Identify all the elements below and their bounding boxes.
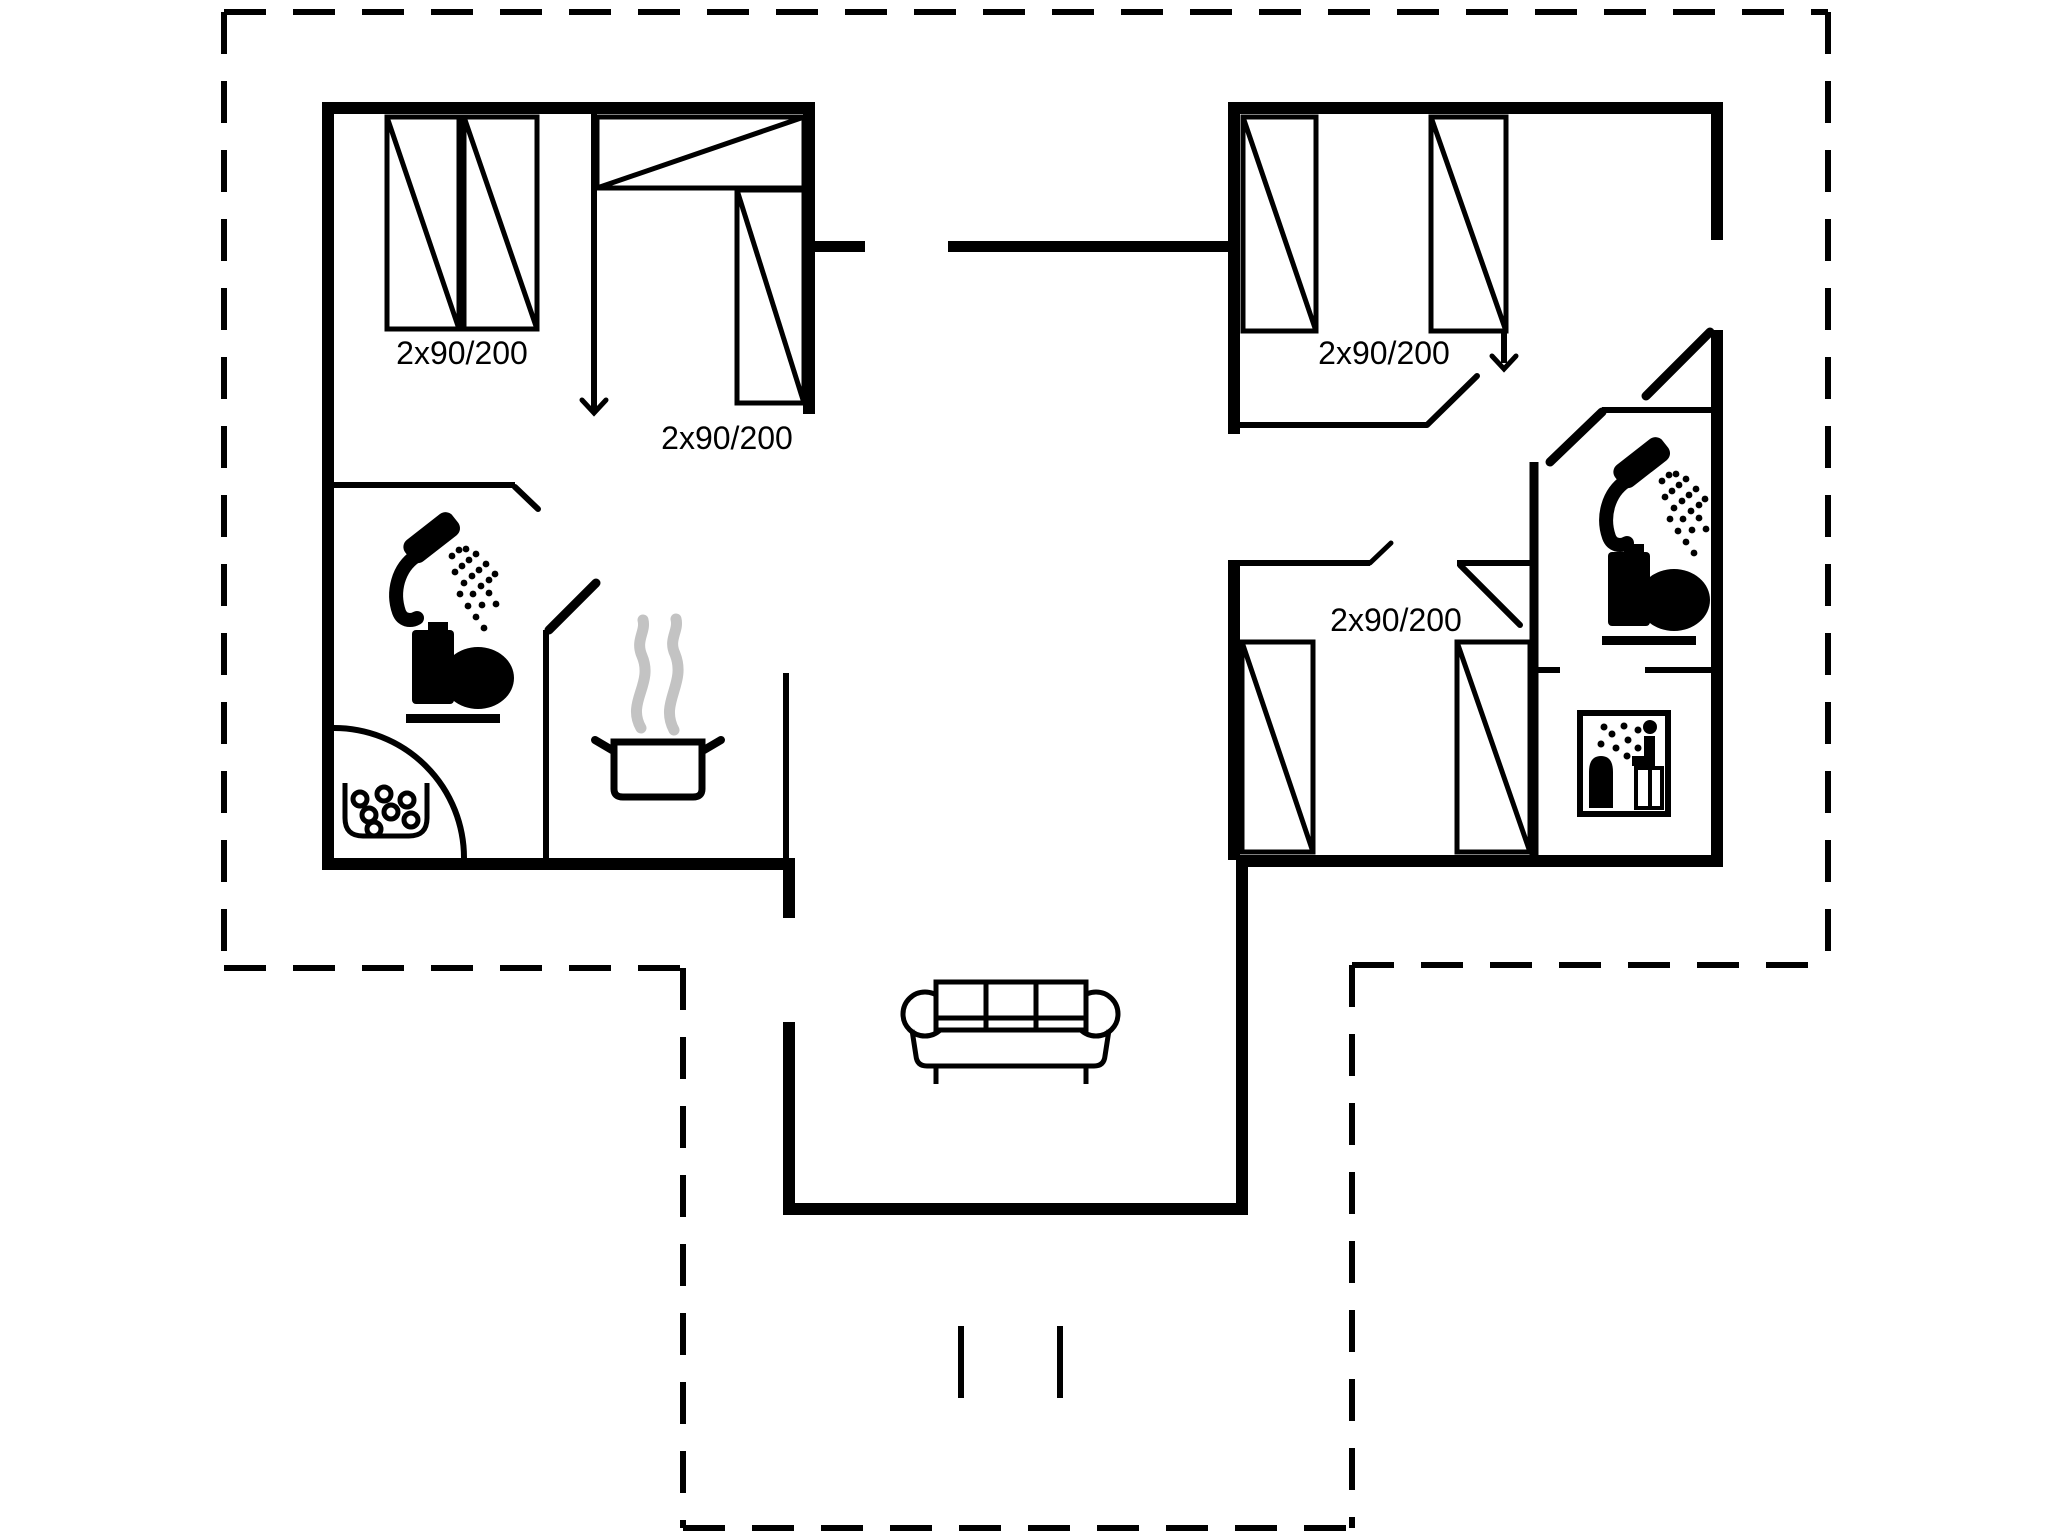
corner-shower-arc (333, 725, 467, 859)
bed-size-label: 2x90/200 (1318, 335, 1450, 371)
door-swing (512, 484, 541, 512)
door-swing (544, 578, 601, 635)
bed-size-label: 2x90/200 (1330, 602, 1462, 638)
bed-symbol (1239, 639, 1316, 855)
sofa (900, 979, 1121, 1084)
bed-size-label: 2x90/200 (661, 420, 793, 456)
door-jamb-tick (1367, 540, 1394, 566)
living-room-left-wall-lower (783, 1022, 795, 1215)
door-swing-bathroom (1545, 407, 1607, 467)
right-wing-right-wall-lower (1711, 330, 1723, 867)
sauna-steam-dots (1597, 722, 1642, 760)
door-jamb-tick (579, 397, 609, 417)
shower-icon (1606, 433, 1709, 556)
sofa-backrest (933, 979, 1089, 1033)
steam (631, 614, 651, 734)
steam (664, 613, 684, 736)
right-wing-right-wall-upper (1711, 102, 1723, 240)
terrace-steps (958, 1326, 1063, 1398)
bed-symbol (1240, 114, 1319, 334)
left-wing-bottom-wall (322, 858, 795, 870)
right-wing-bottom-wall (1236, 855, 1723, 867)
bed-size-label: 2x90/200 (396, 335, 528, 371)
door-swings (512, 327, 1715, 635)
terrace-boundary-dashed (221, 9, 1831, 1531)
door-swing (1424, 373, 1480, 428)
left-wing-top-wall (322, 102, 815, 114)
bed-symbol (1454, 639, 1533, 855)
left-wing-left-wall (322, 102, 334, 870)
right-wing-top-wall (1228, 102, 1723, 114)
right-wing-left-wall-lower (1228, 560, 1240, 860)
sauna-stove (1589, 756, 1613, 808)
bed-symbol (1428, 114, 1509, 334)
living-room-right-wall (1236, 855, 1248, 1215)
bed-size-labels: 2x90/200 2x90/200 2x90/200 2x90/200 (396, 335, 1462, 638)
wardrobe-symbol (594, 114, 807, 191)
door-swing (1457, 562, 1523, 628)
toilet-icon (406, 622, 514, 723)
toilet-icon (1602, 544, 1710, 645)
door-jamb-tick (1489, 353, 1519, 373)
bed-symbol (384, 114, 462, 332)
cooking-pot-icon (591, 613, 725, 801)
sauna-icon (1577, 710, 1671, 817)
neck-wall-left (815, 241, 865, 252)
door-swing-terrace (1641, 327, 1715, 401)
shower-icon (396, 508, 499, 631)
living-room-left-wall-upper (783, 858, 795, 918)
right-wing-left-wall-upper (1228, 102, 1240, 434)
living-room-bottom-wall (783, 1203, 1248, 1215)
bed-symbol (734, 187, 807, 406)
sauna-person (1632, 720, 1664, 810)
bed-symbols (384, 114, 1533, 855)
interior-walls (334, 114, 1711, 858)
sofa-base (909, 1029, 1112, 1069)
bed-symbol (461, 114, 540, 332)
neck-wall-right (948, 241, 1240, 252)
whirlpool-icon (342, 783, 430, 839)
